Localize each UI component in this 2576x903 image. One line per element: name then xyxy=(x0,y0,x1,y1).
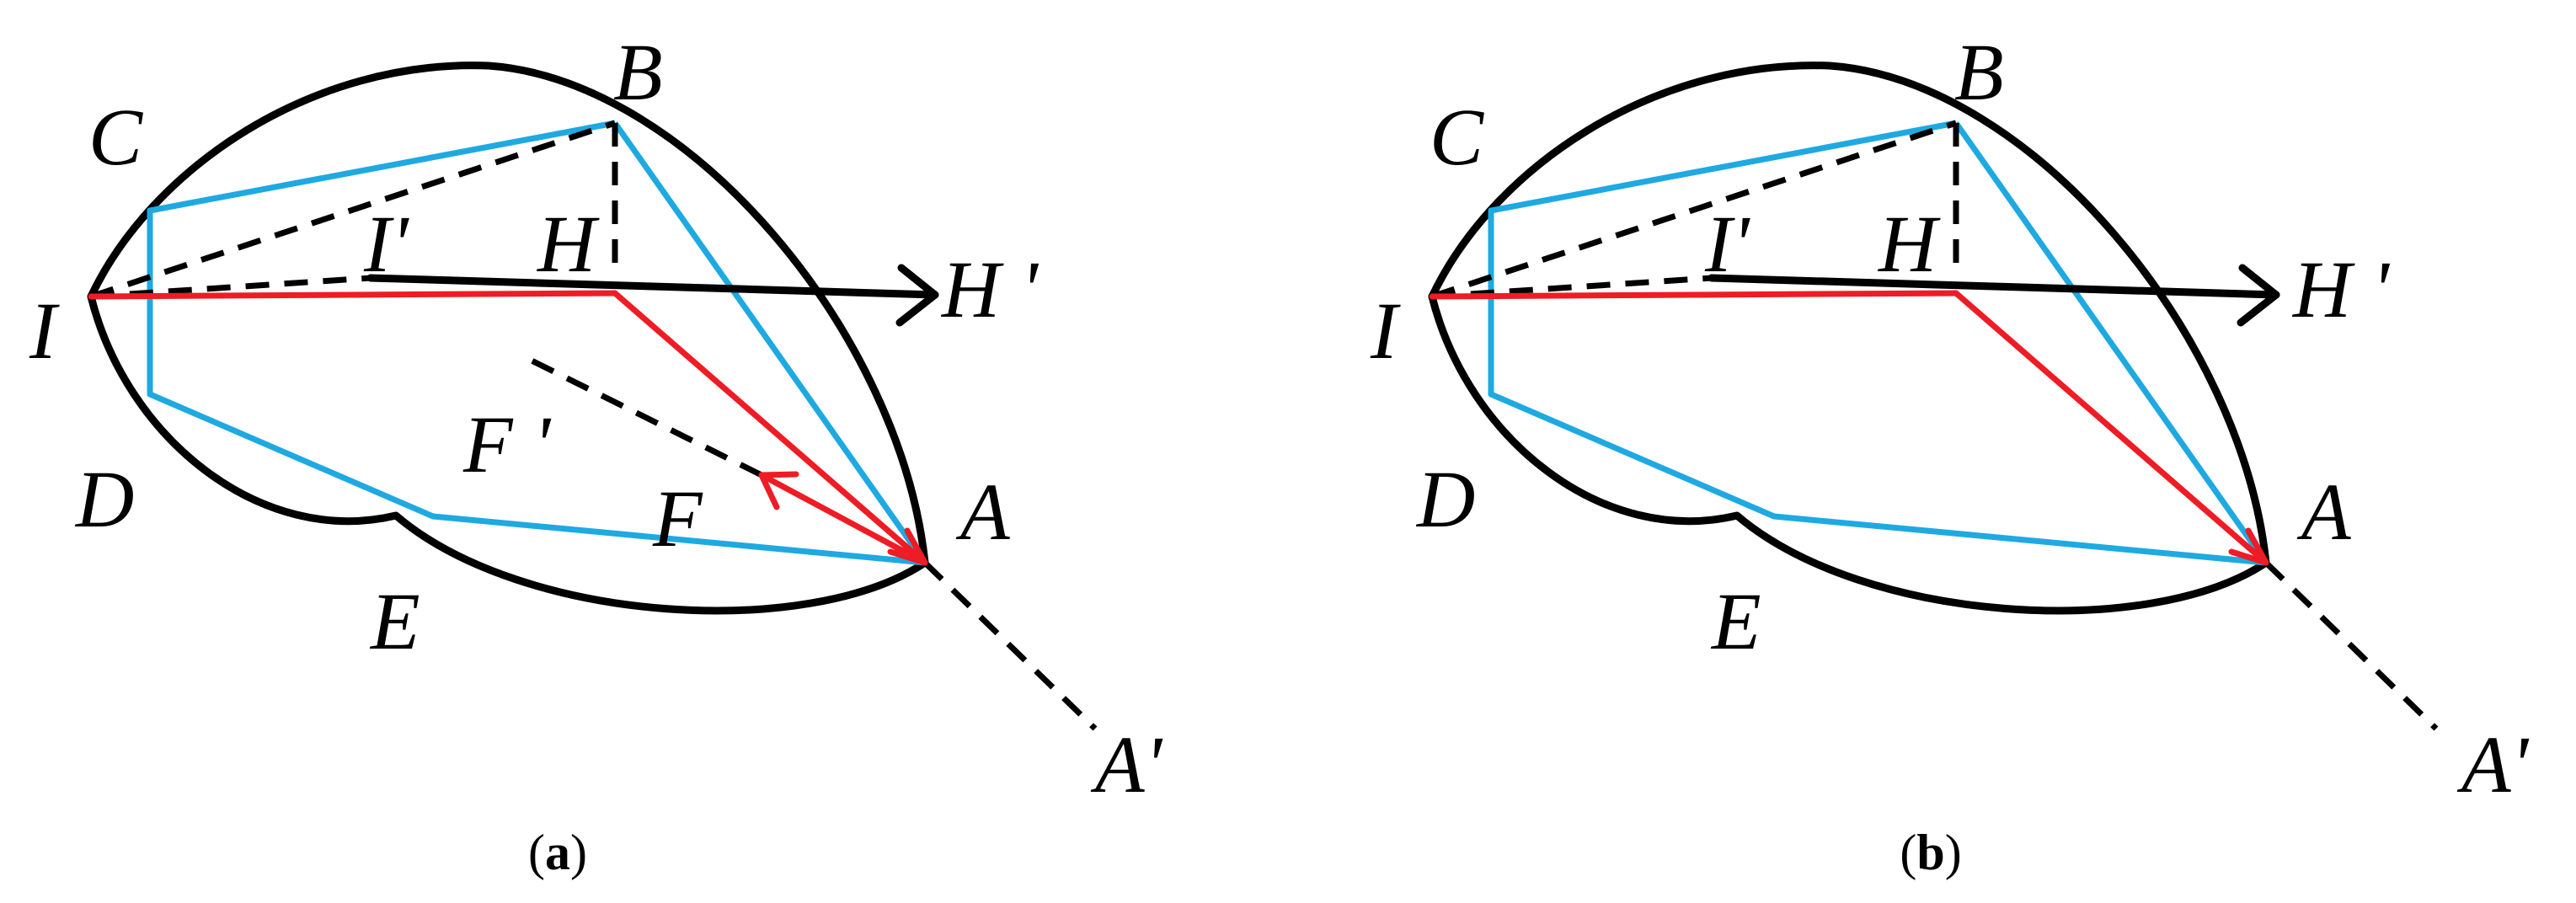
label-e: E xyxy=(369,576,420,666)
label-i: I xyxy=(1370,286,1401,376)
label-i-prime: I' xyxy=(1704,199,1750,289)
arrow-iprime-hprime xyxy=(1708,274,2280,299)
label-d: D xyxy=(1415,454,1475,544)
red-arrowhead-f xyxy=(758,471,799,510)
red-line-h-a xyxy=(1953,290,2269,566)
polygon-outline xyxy=(147,120,928,566)
label-d: D xyxy=(74,454,134,544)
leaf-outline-upper xyxy=(87,61,929,567)
leaf-outline-lower xyxy=(1428,292,2270,615)
label-a-prime: A' xyxy=(1090,719,1163,809)
label-c: C xyxy=(1430,92,1484,182)
leaf-outline-upper xyxy=(1428,61,2270,567)
label-f: F xyxy=(652,473,703,564)
dashed-line-a-aprime xyxy=(2263,560,2439,731)
dashed-line-f-fprime xyxy=(525,355,763,478)
dashed-line-i-b xyxy=(1430,120,1958,300)
label-c: C xyxy=(88,92,143,182)
label-e: E xyxy=(1710,576,1761,666)
label-h-prime: H ' xyxy=(940,244,1039,334)
panel-a: B C I D E A A' H H ' I' F F ' (a) xyxy=(29,27,1163,880)
caption-b-open: ( xyxy=(1900,825,1916,880)
red-line-h-a xyxy=(612,290,928,566)
label-h-prime: H ' xyxy=(2291,244,2390,334)
red-line-i-h xyxy=(88,290,618,300)
caption-a: (a) xyxy=(528,825,587,880)
dashed-line-i-b xyxy=(89,120,617,300)
panel-b: B C I D E A A' H H ' I' (b) xyxy=(1370,27,2530,880)
red-arrowhead-a xyxy=(2228,527,2269,566)
caption-a-open: ( xyxy=(528,825,545,880)
red-arrow-a-f xyxy=(758,472,928,566)
label-b: B xyxy=(1954,27,2004,117)
label-b: B xyxy=(613,27,663,117)
label-a: A xyxy=(955,467,1010,557)
arrowhead-hprime xyxy=(895,264,939,327)
arrow-iprime-hprime xyxy=(366,274,939,299)
label-i-prime: I' xyxy=(363,199,409,289)
label-a: A xyxy=(2296,467,2351,557)
label-f-prime: F ' xyxy=(462,399,552,489)
caption-b-close: ) xyxy=(1945,825,1962,880)
arrowhead-hprime xyxy=(2237,264,2280,327)
caption-b-letter: b xyxy=(1916,825,1944,880)
caption-a-close: ) xyxy=(570,825,587,880)
label-i: I xyxy=(29,286,60,376)
leaf-outline-lower xyxy=(87,292,929,615)
red-line-i-h xyxy=(1429,290,1959,300)
polygon-outline xyxy=(1488,120,2269,566)
label-a-prime: A' xyxy=(2456,719,2530,809)
label-h: H xyxy=(1877,199,1941,289)
label-h: H xyxy=(536,199,600,289)
caption-a-letter: a xyxy=(545,825,570,880)
caption-b: (b) xyxy=(1900,825,1961,880)
dashed-line-a-aprime xyxy=(922,560,1098,731)
